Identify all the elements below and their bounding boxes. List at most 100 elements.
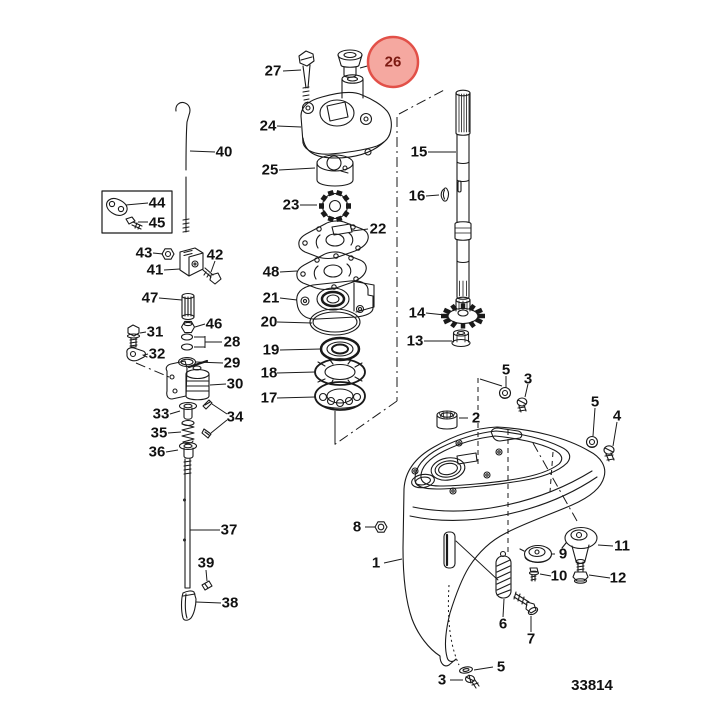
- part-14-pinion-gear: [441, 296, 485, 329]
- part-41-shift-cam-block: [179, 247, 204, 277]
- part-32-cable-clamp: [126, 347, 148, 362]
- part-label-2: 2: [472, 410, 480, 427]
- part-label-4: 4: [613, 408, 622, 425]
- part-label-7: 7: [527, 631, 535, 648]
- part-label-5: 5: [502, 362, 510, 379]
- part-43-nut: [161, 248, 175, 260]
- part-40-shift-rod: [175, 101, 191, 233]
- part-20-o-ring: [309, 308, 361, 336]
- part-35-spring: [181, 419, 195, 444]
- highlight-ring: 26: [366, 35, 420, 89]
- part-21-pump-base: [296, 280, 375, 320]
- part-46-nut: [180, 320, 196, 334]
- part-label-39: 39: [198, 555, 215, 572]
- part-27-bolt: [298, 50, 315, 104]
- part-label-5: 5: [497, 659, 505, 676]
- part-11-water-pickup: [561, 526, 598, 565]
- part-label-5: 5: [591, 394, 599, 411]
- part-24-pump-housing: [300, 74, 392, 159]
- part-label-35: 35: [151, 425, 168, 442]
- part-3-screw-lower: [464, 674, 480, 689]
- part-5-washer-right: [585, 435, 599, 449]
- part-label-3: 3: [438, 672, 446, 689]
- part-18-seal-ring: [314, 358, 366, 386]
- highlighted-part-label: 26: [385, 54, 402, 71]
- part-label-12: 12: [610, 570, 627, 587]
- part-label-19: 19: [263, 342, 280, 359]
- part-label-30: 30: [227, 376, 244, 393]
- part-label-38: 38: [222, 595, 239, 612]
- part-label-9: 9: [559, 546, 567, 563]
- part-37-shift-shaft: [183, 458, 192, 589]
- part-label-41: 41: [147, 262, 164, 279]
- drawing-number: 33814: [571, 677, 613, 694]
- part-label-44: 44: [149, 195, 166, 212]
- part-label-45: 45: [149, 215, 166, 232]
- part-label-15: 15: [411, 144, 428, 161]
- part-label-28: 28: [224, 334, 241, 351]
- part-45-bolt: [125, 216, 143, 230]
- part-label-11: 11: [614, 538, 630, 555]
- part-38-anode-blade: [180, 590, 197, 621]
- part-15-driveshaft: [454, 89, 472, 300]
- part-label-36: 36: [149, 444, 166, 461]
- part-34-retainer-clips: [201, 399, 213, 439]
- assembly-axis-lines: [135, 88, 578, 666]
- part-label-24: 24: [260, 118, 277, 135]
- part-23-impeller: [319, 189, 351, 223]
- part-10-screw: [528, 567, 540, 582]
- part-39-pin: [201, 580, 213, 591]
- part-label-27: 27: [265, 63, 282, 80]
- part-label-16: 16: [409, 188, 426, 205]
- part-25-pump-insert: [316, 154, 354, 187]
- part-6-intake-screen: [495, 550, 512, 599]
- part-8-nut: [374, 521, 388, 533]
- part-label-8: 8: [353, 519, 361, 536]
- part-label-22: 22: [370, 221, 387, 238]
- part-label-13: 13: [407, 333, 424, 350]
- part-label-10: 10: [551, 568, 568, 585]
- part-label-47: 47: [142, 290, 159, 307]
- part-label-1: 1: [372, 555, 380, 572]
- part-label-40: 40: [216, 144, 233, 161]
- part-22-gasket: [298, 220, 369, 260]
- part-label-14: 14: [409, 305, 426, 322]
- leader-lines: [125, 64, 618, 681]
- part-label-46: 46: [206, 316, 223, 333]
- part-36-bushing: [178, 441, 198, 459]
- part-17-ball-bearing: [314, 381, 366, 411]
- part-label-43: 43: [136, 245, 153, 262]
- part-label-42: 42: [207, 247, 224, 264]
- part-42-bolt: [202, 267, 222, 285]
- part-47-coupler: [181, 292, 195, 321]
- part-label-32: 32: [149, 346, 166, 363]
- part-label-48: 48: [263, 264, 280, 281]
- part-label-34: 34: [227, 409, 244, 426]
- part-5-washer-upper: [498, 386, 512, 400]
- part-31-bolt: [126, 324, 141, 348]
- part-5-washer-lower: [459, 666, 473, 674]
- part-label-18: 18: [261, 365, 278, 382]
- part-label-29: 29: [224, 355, 241, 372]
- part-33-bushing: [178, 401, 198, 420]
- parts-44-45-clamp-kit-box: [101, 190, 173, 234]
- part-4-screw-right: [603, 445, 615, 462]
- part-label-6: 6: [499, 616, 507, 633]
- part-label-37: 37: [221, 522, 238, 539]
- part-13-bearing-nut: [451, 329, 471, 348]
- part-label-33: 33: [153, 406, 170, 423]
- part-30-cam-follower: [165, 359, 210, 401]
- part-label-31: 31: [147, 324, 164, 341]
- part-19-oil-seal: [319, 336, 361, 362]
- part-9-anode: [519, 544, 553, 564]
- part-label-3: 3: [524, 371, 532, 388]
- part-label-20: 20: [261, 314, 278, 331]
- part-label-17: 17: [261, 390, 278, 407]
- part-3-screw-upper: [516, 397, 528, 413]
- part-label-23: 23: [283, 197, 300, 214]
- part-label-21: 21: [263, 290, 280, 307]
- part-7-bolt: [513, 591, 539, 616]
- part-48-gasket: [296, 251, 367, 291]
